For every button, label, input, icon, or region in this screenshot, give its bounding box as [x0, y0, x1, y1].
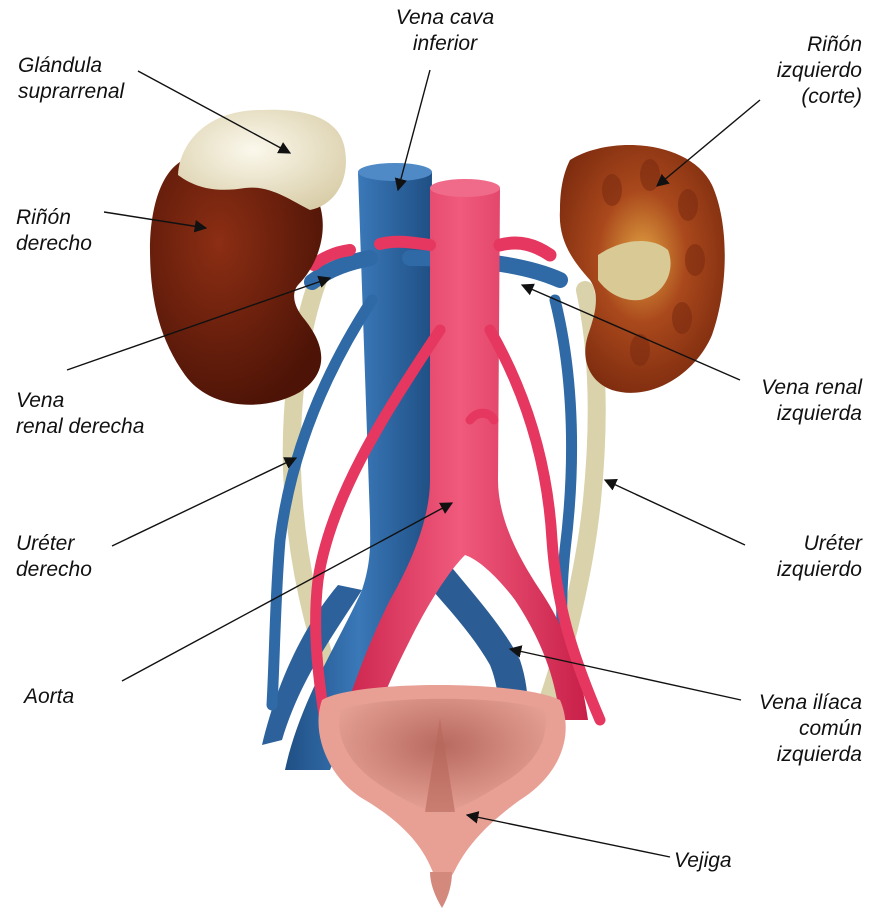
label-left-renal-vein: Vena renal izquierda — [700, 375, 862, 427]
label-left-kidney-section: Riñón izquierdo (corte) — [740, 32, 862, 110]
label-inferior-vena-cava: Vena cava inferior — [360, 5, 530, 57]
ivc-top-opening — [358, 163, 432, 181]
pointer-bladder — [467, 815, 670, 857]
aorta-top-opening — [430, 179, 500, 197]
label-bladder: Vejiga — [674, 848, 732, 874]
label-right-ureter: Uréter derecho — [16, 531, 92, 583]
label-right-kidney: Riñón derecho — [16, 205, 92, 257]
renal-arteries-left — [500, 243, 550, 255]
urethra — [430, 872, 452, 908]
label-left-common-iliac-vein: Vena ilíaca común izquierda — [700, 690, 862, 768]
pointer-left-kidney — [657, 100, 760, 186]
renal-arteries-right — [380, 242, 430, 245]
label-adrenal-gland: Glándula suprarrenal — [18, 53, 124, 105]
label-left-ureter: Uréter izquierdo — [720, 531, 862, 583]
label-aorta: Aorta — [24, 684, 74, 710]
label-right-renal-vein: Vena renal derecha — [16, 388, 144, 440]
pointer-right-ureter — [112, 458, 296, 546]
